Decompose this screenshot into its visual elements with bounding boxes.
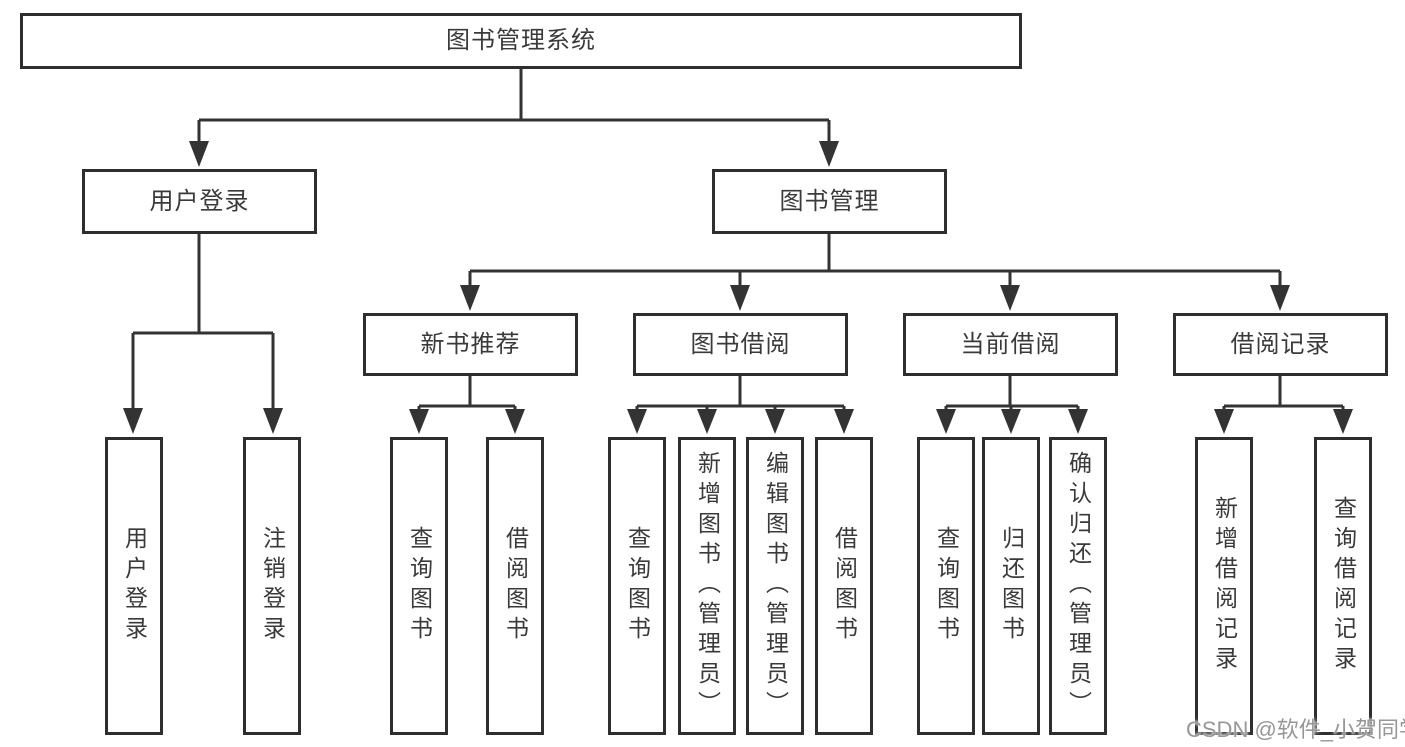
- leaf-label: 确认归还（管理员）: [1065, 451, 1092, 721]
- leaf-label: 借阅图书: [502, 526, 529, 646]
- node-user-login: 用户登录: [82, 169, 317, 234]
- leaf-label: 归还图书: [998, 526, 1025, 646]
- node-label: 图书管理: [779, 187, 880, 215]
- leaf-label: 新增借阅记录: [1211, 496, 1238, 676]
- leaf-borrow-books-recommend: 借阅图书: [486, 437, 544, 735]
- node-label: 当前借阅: [960, 330, 1061, 358]
- leaf-label: 查询图书: [933, 526, 960, 646]
- leaf-query-books-borrow: 查询图书: [608, 437, 666, 735]
- node-label: 新书推荐: [420, 330, 521, 358]
- node-label: 图书管理系统: [446, 27, 596, 54]
- node-book-borrow: 图书借阅: [633, 313, 848, 376]
- leaf-query-books-recommend: 查询图书: [390, 437, 448, 735]
- node-new-book-recommend: 新书推荐: [363, 313, 578, 376]
- leaf-label: 新增图书（管理员）: [694, 451, 721, 721]
- leaf-query-books-current: 查询图书: [917, 437, 975, 735]
- node-label: 图书借阅: [690, 330, 791, 358]
- leaf-logout: 注销登录: [243, 437, 301, 735]
- leaf-add-borrow-record: 新增借阅记录: [1195, 437, 1253, 735]
- node-root-system: 图书管理系统: [20, 13, 1022, 69]
- node-label: 用户登录: [149, 187, 250, 215]
- leaf-label: 编辑图书（管理员）: [762, 451, 789, 721]
- node-book-management: 图书管理: [712, 169, 947, 234]
- leaf-label: 注销登录: [259, 526, 286, 646]
- leaf-add-books-admin: 新增图书（管理员）: [678, 437, 736, 735]
- leaf-return-books: 归还图书: [982, 437, 1040, 735]
- node-borrow-records: 借阅记录: [1173, 313, 1388, 376]
- leaf-label: 借阅图书: [831, 526, 858, 646]
- leaf-label: 用户登录: [121, 526, 148, 646]
- leaf-user-login: 用户登录: [105, 437, 163, 735]
- leaf-label: 查询图书: [406, 526, 433, 646]
- leaf-query-borrow-record: 查询借阅记录: [1314, 437, 1372, 735]
- leaf-label: 查询图书: [624, 526, 651, 646]
- watermark-text: CSDN @软件_小贺同学: [1186, 717, 1405, 742]
- leaf-borrow-books: 借阅图书: [815, 437, 873, 735]
- node-current-borrow: 当前借阅: [903, 313, 1118, 376]
- leaf-label: 查询借阅记录: [1330, 496, 1357, 676]
- leaf-edit-books-admin: 编辑图书（管理员）: [746, 437, 804, 735]
- leaf-confirm-return-admin: 确认归还（管理员）: [1049, 437, 1107, 735]
- node-label: 借阅记录: [1230, 330, 1331, 358]
